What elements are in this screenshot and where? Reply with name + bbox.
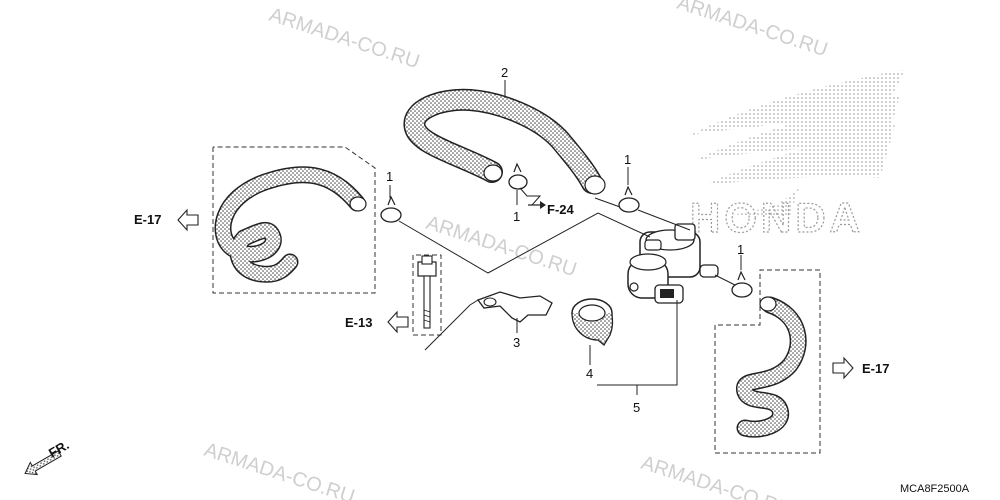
reference-e13: E-13 — [345, 310, 409, 334]
watermark-top-left: ARMADA-CO.RU — [266, 4, 422, 73]
stay-bracket — [476, 291, 553, 323]
callout-1-left: 1 — [386, 169, 393, 184]
callout-1-top-right: 1 — [624, 152, 631, 167]
ref-e17-left-label: E-17 — [134, 212, 161, 227]
ref-f24-label: F-24 — [547, 202, 575, 217]
callout-4: 4 — [586, 366, 593, 381]
watermark-bottom-left: ARMADA-CO.RU — [201, 439, 357, 500]
ref-e13-label: E-13 — [345, 315, 372, 330]
reference-left-e17: E-17 — [134, 208, 199, 232]
top-hose-part-2 — [403, 88, 606, 195]
honda-wing-logo: HONDA — [689, 70, 905, 242]
clip-left — [380, 207, 402, 223]
callout-5: 5 — [633, 400, 640, 415]
reference-right-e17: E-17 — [832, 356, 889, 380]
band-clamp — [571, 298, 614, 346]
diagram-code: MCA8F2500A — [900, 483, 970, 495]
callout-numbers: 2 1 1 1 1 3 4 5 — [386, 65, 744, 415]
bolt-group — [412, 254, 442, 336]
watermark-center: ARMADA-CO.RU — [423, 212, 579, 281]
clip-top-center — [508, 174, 528, 190]
clip-right — [731, 282, 753, 298]
callout-2: 2 — [501, 65, 508, 80]
honda-wordmark: HONDA — [690, 194, 864, 241]
left-hose-group — [212, 146, 376, 294]
callout-1-center: 1 — [513, 209, 520, 224]
right-hose-group — [714, 269, 821, 454]
callout-3: 3 — [513, 335, 520, 350]
ref-e17-right-label: E-17 — [862, 361, 889, 376]
hose-clips — [380, 162, 753, 298]
solenoid-valve — [627, 223, 719, 304]
front-direction: FR. — [24, 437, 72, 476]
clip-top-right — [618, 197, 640, 213]
watermark-top-right: ARMADA-CO.RU — [674, 0, 830, 61]
watermark-bottom-right: ARMADA-CO.RU — [638, 452, 794, 500]
watermarks: ARMADA-CO.RU ARMADA-CO.RU ARMADA-CO.RU A… — [201, 0, 830, 500]
callout-1-right: 1 — [737, 242, 744, 257]
reference-f24: F-24 — [528, 201, 575, 217]
